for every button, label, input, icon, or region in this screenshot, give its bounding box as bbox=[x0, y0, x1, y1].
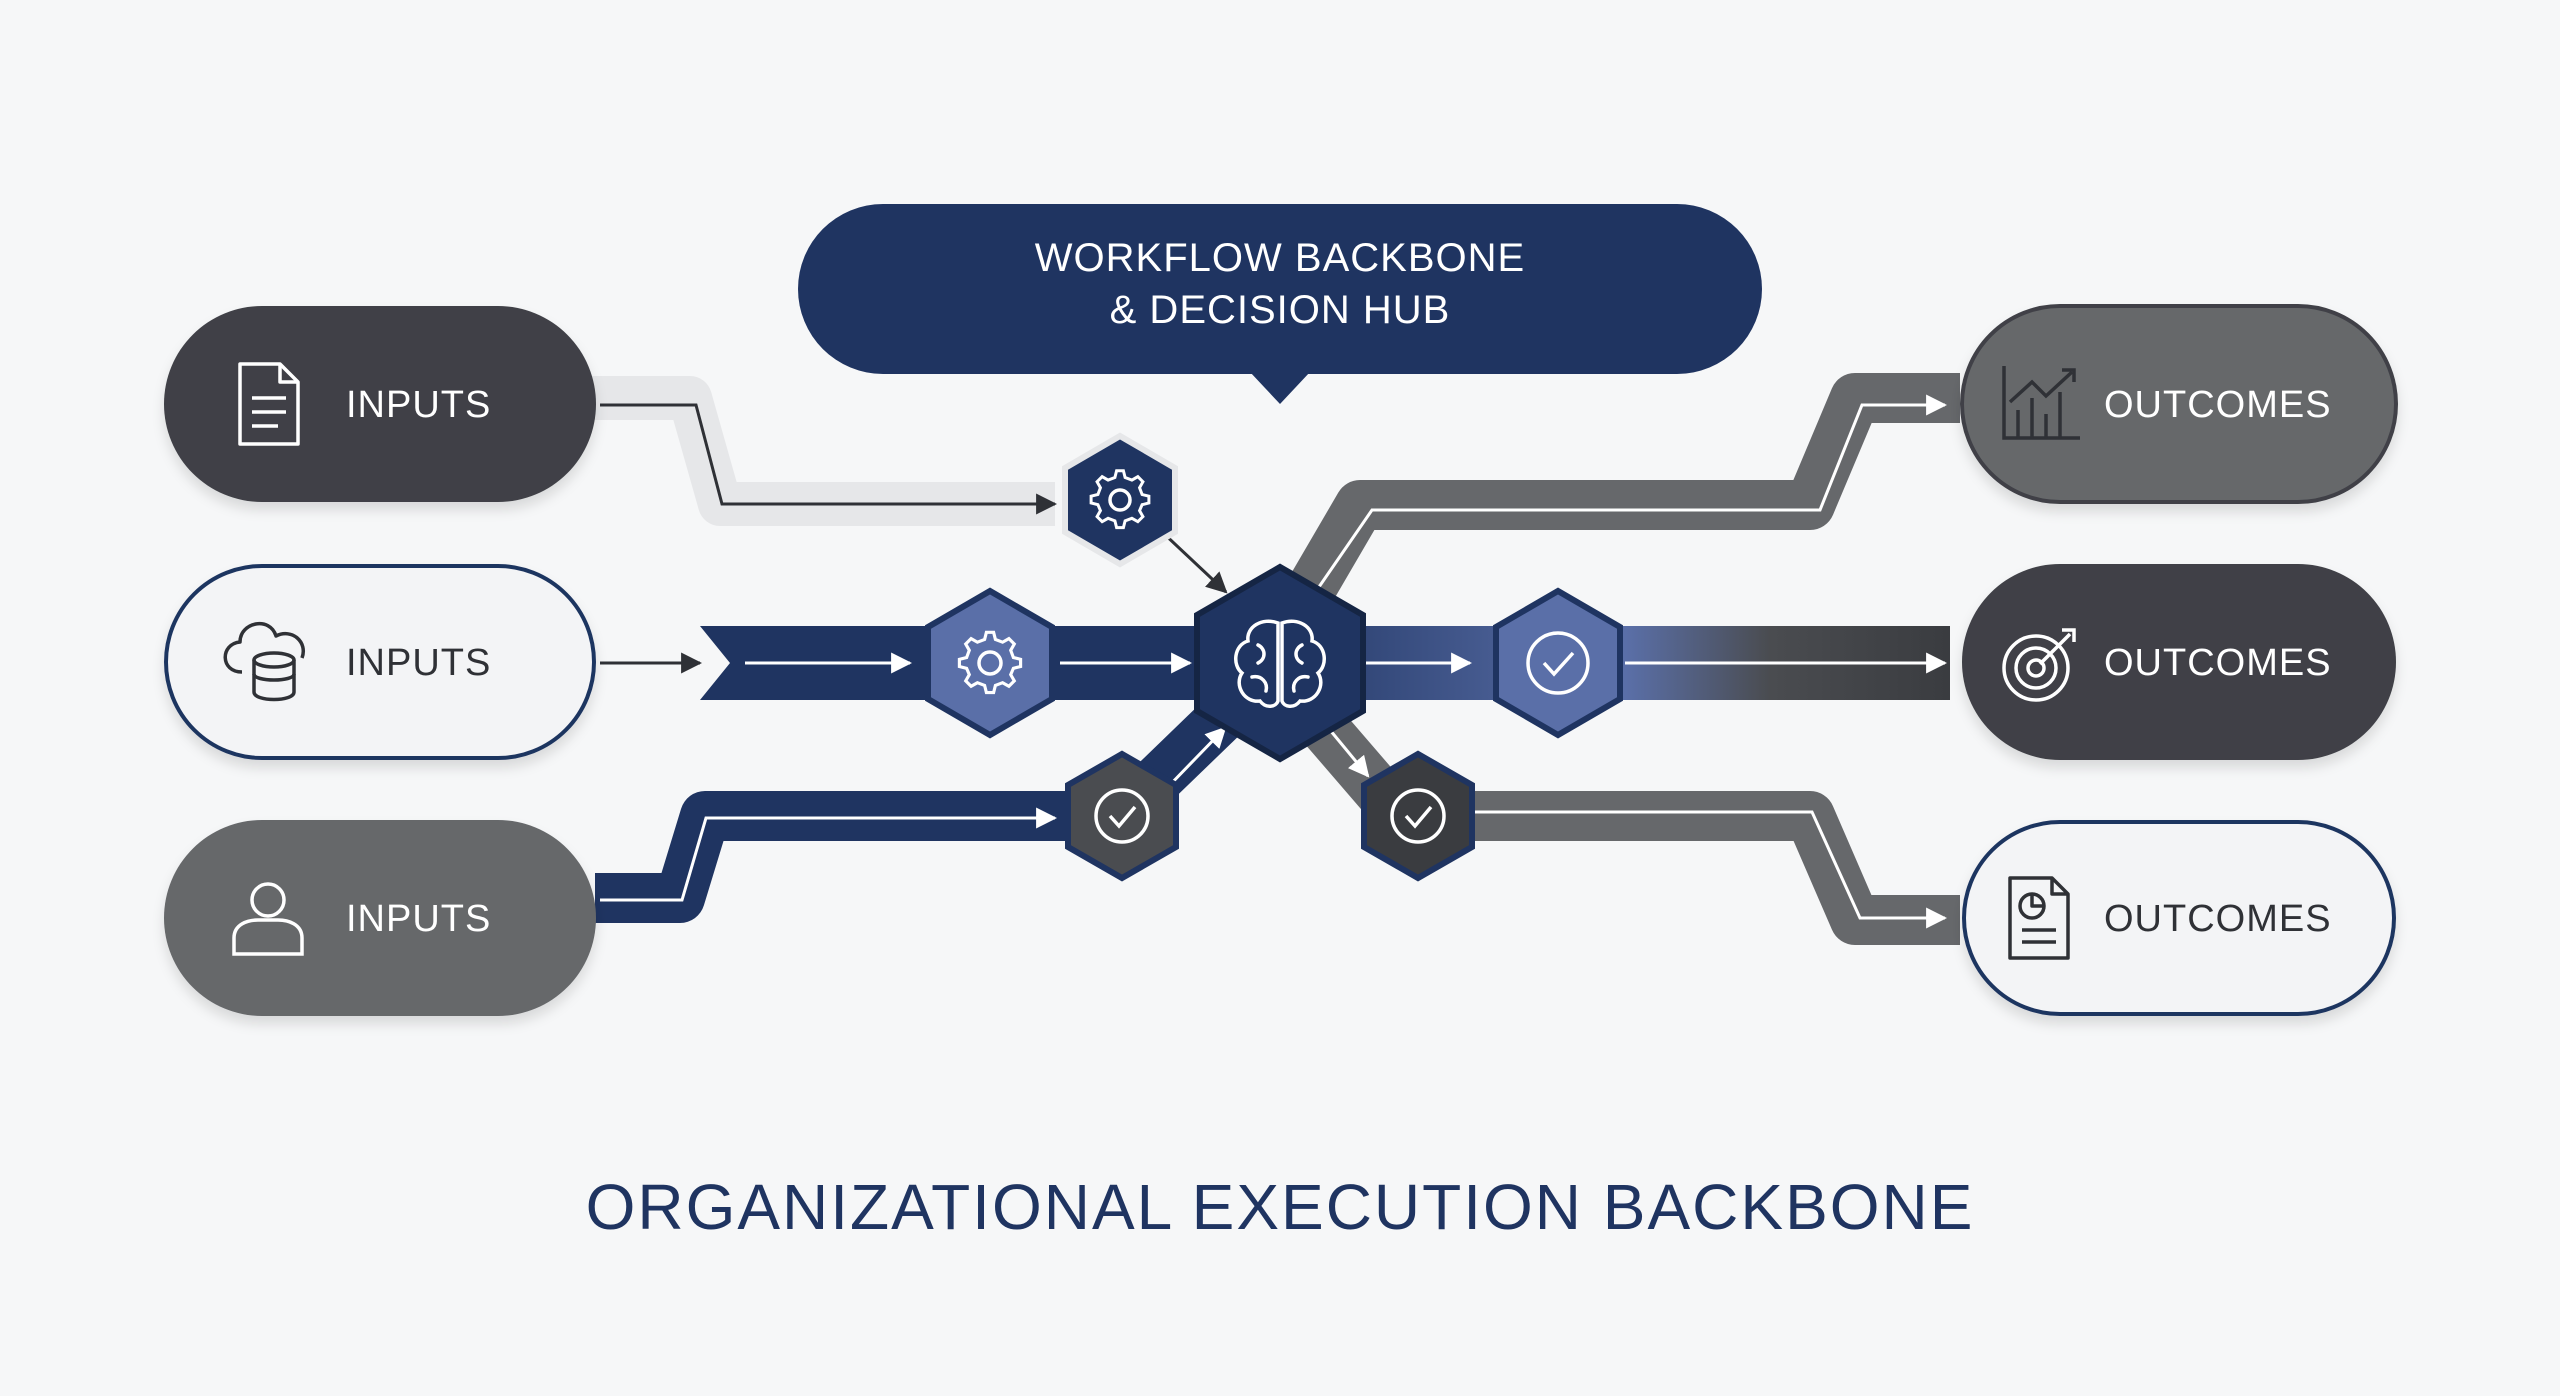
input-label-3: INPUTS bbox=[346, 898, 492, 940]
outcome-pill-3[interactable] bbox=[1962, 820, 2396, 1016]
input-label-2: INPUTS bbox=[346, 642, 492, 684]
input-pill-3[interactable] bbox=[164, 820, 596, 1016]
outcome-pill-2[interactable] bbox=[1962, 564, 2396, 760]
flow-line-hub-to-bottom-check bbox=[1328, 729, 1370, 778]
check-icon bbox=[1526, 631, 1590, 695]
document-icon bbox=[238, 362, 300, 446]
input-label-1: INPUTS bbox=[346, 384, 492, 426]
input-pill-2[interactable] bbox=[164, 564, 596, 760]
input-pill-1[interactable] bbox=[164, 306, 596, 502]
gear-node-middle[interactable] bbox=[925, 587, 1055, 739]
brain-hub-node[interactable] bbox=[1194, 563, 1366, 763]
flow-line-top-input bbox=[600, 403, 1058, 515]
brain-icon bbox=[1234, 619, 1326, 708]
gear-icon bbox=[957, 630, 1023, 695]
hub-title-line-1: WORKFLOW BACKBONE bbox=[1034, 236, 1526, 280]
cloud-database-icon bbox=[223, 621, 306, 702]
flow-line-bottom-right bbox=[1470, 810, 1948, 929]
outcome-label-2: OUTCOMES bbox=[2104, 642, 2332, 684]
gear-node-top[interactable] bbox=[1062, 432, 1178, 568]
report-icon bbox=[2008, 876, 2070, 960]
flow-line-bottom-left bbox=[600, 807, 1058, 902]
hub-title: WORKFLOW BACKBONE & DECISION HUB bbox=[800, 232, 1760, 336]
flow-line-top-right bbox=[1308, 394, 1948, 601]
outcome-pill-1[interactable] bbox=[1960, 304, 2398, 504]
check-icon bbox=[1094, 788, 1150, 844]
route-band-top-input bbox=[590, 376, 1055, 526]
route-band-top-right bbox=[1268, 373, 1960, 638]
flow-line-bottom-check-to-hub bbox=[1163, 726, 1227, 792]
check-node-bottom-right[interactable] bbox=[1361, 750, 1475, 882]
outcome-label-3: OUTCOMES bbox=[2104, 898, 2332, 940]
check-node-bottom-left[interactable] bbox=[1065, 750, 1179, 882]
growth-chart-icon bbox=[2002, 366, 2080, 440]
target-icon bbox=[2002, 628, 2076, 702]
hub-callout bbox=[798, 204, 1762, 404]
hub-title-line-2: & DECISION HUB bbox=[1109, 288, 1451, 332]
check-node-middle-right[interactable] bbox=[1493, 587, 1623, 739]
footer-title: ORGANIZATIONAL EXECUTION BACKBONE bbox=[585, 1171, 1975, 1243]
flow-line-top-gear-to-hub bbox=[1158, 528, 1228, 594]
outcome-label-1: OUTCOMES bbox=[2104, 384, 2332, 426]
gear-icon bbox=[1089, 469, 1151, 530]
user-icon bbox=[232, 882, 304, 956]
check-icon bbox=[1390, 788, 1446, 844]
